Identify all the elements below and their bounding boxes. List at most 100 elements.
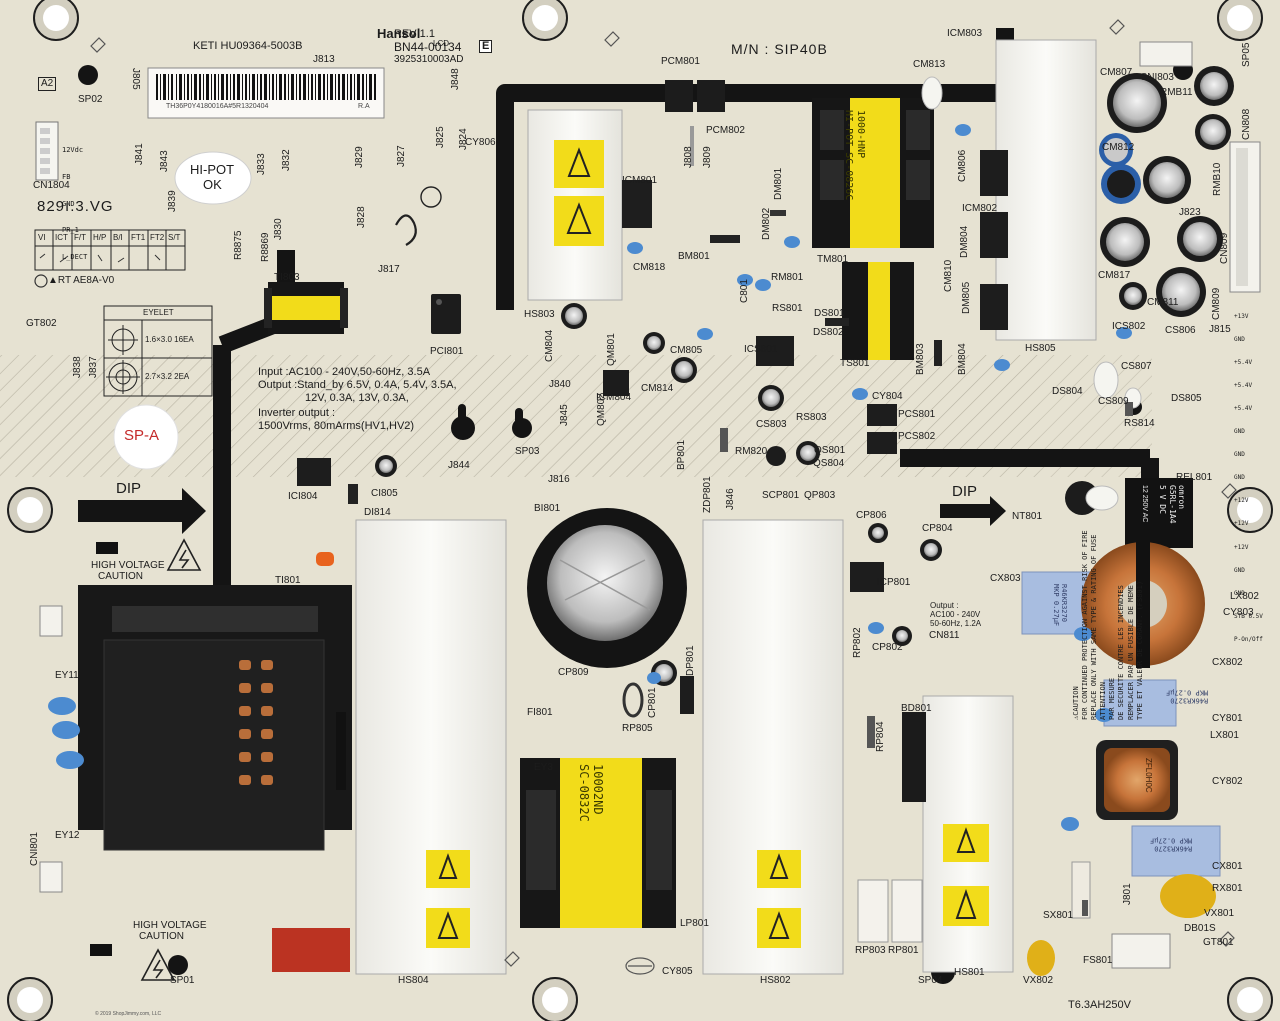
ref-label: BP801 xyxy=(676,439,687,470)
ref-label: LP801 xyxy=(680,918,709,929)
ref-label: RP801 xyxy=(888,945,919,956)
transformer-ti801 xyxy=(78,585,352,851)
ref-label: J846 xyxy=(725,488,736,510)
inspection-table xyxy=(34,229,186,271)
barcode-sticker xyxy=(147,67,385,119)
connector-cn808 xyxy=(1229,141,1261,293)
ref-label: DM801 xyxy=(773,167,784,200)
ref-label: CP809 xyxy=(558,667,589,678)
ref-label: J837 xyxy=(88,356,99,378)
ref-label: DM802 xyxy=(761,207,772,240)
ref-label: CM807 xyxy=(1100,67,1133,78)
resistor xyxy=(316,552,334,566)
ref-label: CM810 xyxy=(943,259,954,292)
ref-label: DI814 xyxy=(364,507,391,518)
ref-label: RP804 xyxy=(875,721,886,752)
ref-label: CM813 xyxy=(913,59,946,70)
ref-label: R8875 xyxy=(233,230,244,260)
diode-pack-dm803 xyxy=(980,150,1008,330)
ref-label: ZDP801 xyxy=(702,476,713,513)
ref-label: J845 xyxy=(559,404,570,426)
ref-label: J827 xyxy=(396,145,407,167)
spec-inverter-title: Inverter output : xyxy=(258,407,336,419)
ref-label: DM804 xyxy=(959,225,970,258)
ref-label: R8869 xyxy=(260,232,271,262)
ref-label: RS801 xyxy=(772,303,803,314)
ref-label: REL801 xyxy=(1176,472,1213,483)
pin-label: STB 6.5V xyxy=(1234,612,1263,620)
pin-label: P-On/Off xyxy=(1234,635,1263,643)
ul-mark-text: ▲RT AE8A-V0 xyxy=(48,275,115,286)
optocoupler-pcm801 xyxy=(665,80,693,112)
ref-label: DS802 xyxy=(813,327,844,338)
ref-label: J816 xyxy=(548,474,570,485)
pin-label: 12Vdc xyxy=(62,145,84,154)
ref-label: J829 xyxy=(354,146,365,168)
connector-cn801 xyxy=(1111,933,1171,969)
ref-label: RMB10 xyxy=(1212,162,1223,196)
ref-label: J808 xyxy=(683,146,694,168)
ref-label: SP03 xyxy=(515,446,540,457)
barcode-rev: R.A xyxy=(358,103,370,110)
heatsink-hs803 xyxy=(527,109,623,301)
pin-label: GND xyxy=(1234,566,1245,574)
ref-label: BM804 xyxy=(957,343,968,375)
ref-label: DM805 xyxy=(961,281,972,314)
output-small-line1: AC100 - 240V xyxy=(930,610,981,619)
cni804-pinout: 12Vdc FB GND PR_1 L_DECT xyxy=(62,128,87,271)
connector-cni801 xyxy=(39,861,63,893)
ref-label: J848 xyxy=(450,68,461,90)
hv-label-top: HIGH VOLTAGE xyxy=(91,560,165,571)
ref-label: ICM803 xyxy=(947,28,983,39)
ref-label: CY804 xyxy=(872,391,903,402)
ref-label: VX801 xyxy=(1204,908,1235,919)
cn808-pinout: +13V GND +5.4V +5.4V +5.4V GND GND GND +… xyxy=(1234,298,1263,651)
pin-label: GND xyxy=(1234,336,1245,344)
ref-label: J828 xyxy=(356,206,367,228)
ref-label: J833 xyxy=(256,153,267,175)
connector-cni802 xyxy=(39,605,63,637)
ref-label: QM802 xyxy=(596,393,607,426)
lx801-marking: ZFL0H0C xyxy=(1144,758,1153,793)
table-header: B/I xyxy=(113,233,123,242)
ref-label: J838 xyxy=(72,356,83,378)
resistor-rp801 xyxy=(891,879,923,943)
ref-label: SX801 xyxy=(1043,910,1074,921)
ref-label: RX801 xyxy=(1212,883,1243,894)
ref-label: BM803 xyxy=(915,343,926,375)
pin-label: +5.4V xyxy=(1234,405,1253,413)
hv-caution-top: CAUTION xyxy=(98,571,143,582)
barcode-text: TH36P0Y4180016A#5R1320404 xyxy=(166,103,269,110)
ref-label: RP805 xyxy=(622,723,653,734)
ref-label: J832 xyxy=(281,149,292,171)
samsung-logo-icon xyxy=(395,214,417,246)
pin-label: L_DECT xyxy=(62,253,88,262)
ref-label: CY803 xyxy=(1223,607,1254,618)
ref-label: J805 xyxy=(130,68,141,90)
ref-label: TS801 xyxy=(840,358,870,369)
ref-label: A2 xyxy=(38,77,57,91)
ref-label: J813 xyxy=(313,54,335,65)
ref-label: BD801 xyxy=(901,703,932,714)
ref-label: CY802 xyxy=(1212,776,1243,787)
ref-label: RS814 xyxy=(1124,418,1155,429)
bridge-rectifier-bd801 xyxy=(902,712,926,802)
ref-label: RS803 xyxy=(796,412,827,423)
relay-marking: omron G5RL-1A4 5 V DC xyxy=(1158,485,1186,524)
ref-label: CM812 xyxy=(1102,142,1135,153)
ref-label: CY805 xyxy=(662,966,693,977)
x-capacitor-cx802 xyxy=(1103,679,1177,727)
x-capacitor-cx803 xyxy=(1021,571,1091,635)
pin-label: +12V xyxy=(1234,543,1249,551)
sp-a-marker xyxy=(113,404,179,470)
hipot-sticker xyxy=(174,151,252,205)
ref-label: TI801 xyxy=(275,575,301,586)
table-header: S/T xyxy=(168,233,181,242)
ref-label: LX802 xyxy=(1230,591,1259,602)
heatsink-hs805 xyxy=(995,39,1097,341)
copyright: © 2019 ShopJimmy.com, LLC xyxy=(95,1011,162,1017)
ref-label: ICM802 xyxy=(962,203,998,214)
transformer-ti803 xyxy=(264,282,348,334)
electrolytic-capacitor xyxy=(1099,66,1234,317)
